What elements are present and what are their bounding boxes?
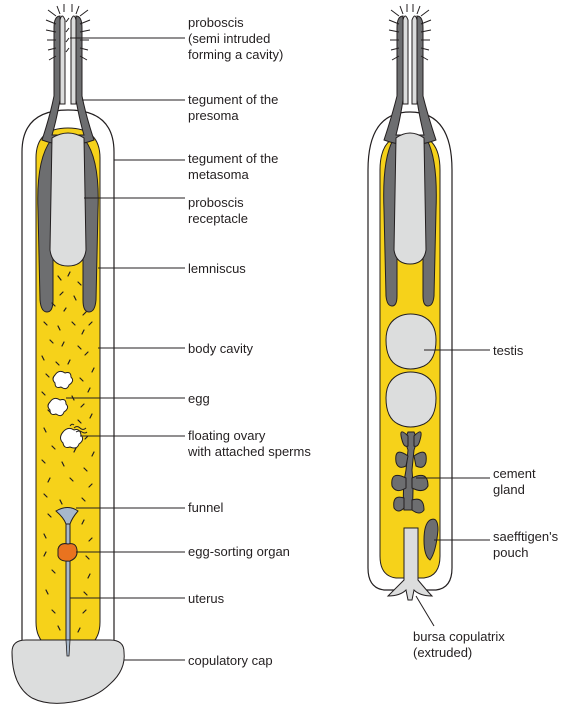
label-proboscis-receptacle-line-1: proboscis — [188, 195, 244, 210]
testis-upper — [386, 314, 436, 369]
label-cement-gland-line-1: cement — [493, 466, 536, 481]
label-proboscis-receptacle-line-2: receptacle — [188, 211, 248, 226]
female-proboscis-hooks — [46, 4, 90, 60]
label-floating-ovary-line-1: floating ovary — [188, 428, 266, 443]
label-cement-gland-line-2: gland — [493, 482, 525, 497]
label-tegument-metasoma-line-1: tegument of the — [188, 151, 278, 166]
egg-sorting-organ — [58, 544, 77, 562]
label-funnel: funnel — [188, 500, 224, 515]
label-tegument-metasoma-line-2: metasoma — [188, 167, 249, 182]
label-proboscis-receptacle: proboscis receptacle — [188, 195, 248, 226]
label-saefftigens-pouch-line-2: pouch — [493, 545, 528, 560]
label-tegument-metasoma: tegument of the metasoma — [188, 151, 282, 182]
label-egg: egg — [188, 391, 210, 406]
label-floating-ovary: floating ovary with attached sperms — [187, 428, 311, 459]
label-tegument-presoma: tegument of the presoma — [188, 92, 282, 123]
male-proboscis — [403, 16, 417, 104]
label-tegument-presoma-line-2: presoma — [188, 108, 239, 123]
label-egg-sorting-organ: egg-sorting organ — [188, 544, 290, 559]
label-bursa-copulatrix: bursa copulatrix (extruded) — [413, 629, 508, 660]
female-proboscis-receptacle — [50, 133, 86, 266]
label-uterus: uterus — [188, 591, 225, 606]
male-proboscis-hooks — [389, 4, 431, 60]
label-proboscis-line-1: proboscis — [188, 15, 244, 30]
male-proboscis-receptacle — [394, 133, 426, 264]
female-uterus — [66, 520, 70, 656]
label-bursa-copulatrix-line-2: (extruded) — [413, 645, 472, 660]
label-tegument-presoma-line-1: tegument of the — [188, 92, 278, 107]
label-cement-gland: cement gland — [493, 466, 539, 497]
label-proboscis: proboscis (semi intruded forming a cavit… — [188, 15, 283, 62]
label-saefftigens-pouch: saefftigen's pouch — [493, 529, 562, 560]
label-body-cavity: body cavity — [188, 341, 254, 356]
label-lemniscus: lemniscus — [188, 261, 246, 276]
label-floating-ovary-line-2: with attached sperms — [187, 444, 311, 459]
label-bursa-copulatrix-line-1: bursa copulatrix — [413, 629, 505, 644]
label-proboscis-line-2: (semi intruded — [188, 31, 270, 46]
male-specimen — [368, 4, 452, 600]
testis-lower — [386, 372, 436, 427]
label-testis: testis — [493, 343, 524, 358]
label-proboscis-line-3: forming a cavity) — [188, 47, 283, 62]
label-copulatory-cap: copulatory cap — [188, 653, 273, 668]
label-saefftigens-pouch-line-1: saefftigen's — [493, 529, 559, 544]
female-uterus-tip — [66, 640, 70, 656]
